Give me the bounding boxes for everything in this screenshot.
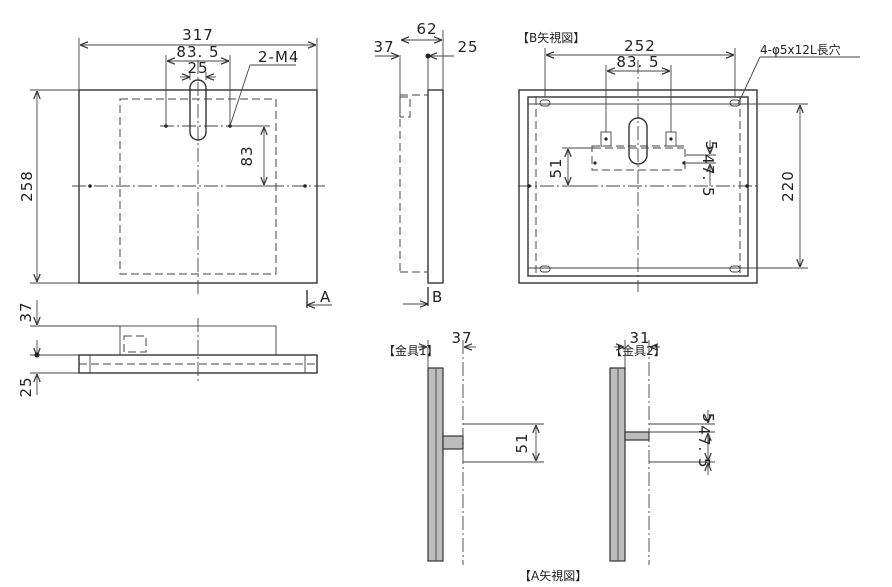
fitting2-bracket <box>624 431 650 441</box>
side-depth-dim: 62 <box>416 20 437 38</box>
fitting1-bracket <box>442 435 464 450</box>
b-right-dim-b: 47. 5 <box>699 154 717 197</box>
front-hole-offset-dim: 83 <box>238 145 256 166</box>
b-view: 【B矢視図】 252 83. <box>517 30 860 292</box>
fitting-2-view: 【金具2】 31 5 47. 5 <box>609 329 717 565</box>
view-b-arrow-label: B <box>432 288 443 306</box>
a-view-title: 【A矢視図】 <box>519 568 587 583</box>
b-hole-spec: 4-φ5x12L長穴 <box>760 42 841 57</box>
screw-label: 2-M4 <box>258 48 299 66</box>
front-pitch-dim: 83. 5 <box>176 43 219 61</box>
fitting1-plate <box>427 367 444 562</box>
b-hole-pitch-h: 252 <box>624 37 656 55</box>
bottom-bottom-dim: 25 <box>17 376 35 397</box>
fitting2-dim-b: 5 <box>699 413 717 424</box>
fitting1-depth-dim: 37 <box>451 329 472 347</box>
b-right-dim-a: 5 <box>702 141 720 152</box>
front-view: 317 83. 5 25 2-M4 83 258 A <box>18 26 332 308</box>
side-view: 62 37 25 B <box>373 20 478 306</box>
front-slot <box>189 79 207 141</box>
b-left-dim: 51 <box>547 157 565 178</box>
b-hole-pitch-v: 220 <box>779 170 797 202</box>
front-slot-dim: 25 <box>187 59 208 77</box>
front-height-dim: 258 <box>18 170 36 202</box>
fitting2-plate <box>609 367 626 562</box>
side-upper-dim: 37 <box>373 38 394 56</box>
fitting1-title: 【金具1】 <box>383 343 439 358</box>
fitting2-dim-a: 47. 5 <box>695 425 713 468</box>
b-view-title: 【B矢視図】 <box>517 30 585 45</box>
bottom-view: 37 25 <box>17 300 318 398</box>
b-bracket-pitch: 83. 5 <box>616 53 659 71</box>
bottom-top-dim: 37 <box>17 301 35 322</box>
fitting2-depth-dim: 31 <box>629 329 650 347</box>
side-plate <box>427 89 444 284</box>
fitting1-height-dim: 51 <box>513 432 531 453</box>
view-a-arrow-label: A <box>320 288 331 306</box>
front-width-dim: 317 <box>182 26 214 44</box>
fitting-1-view: 【金具1】 37 51 <box>383 329 544 565</box>
b-slotted-holes <box>527 99 749 273</box>
b-slot <box>628 117 648 165</box>
front-holes <box>88 124 307 188</box>
side-lower-dim: 25 <box>457 38 478 56</box>
